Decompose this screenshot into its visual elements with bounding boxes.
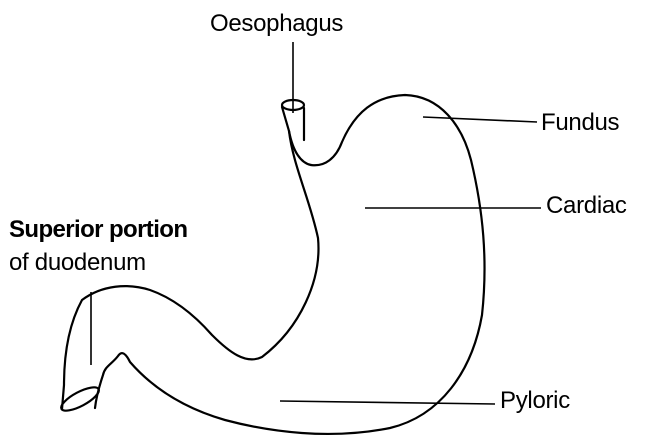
- pyloric-label: Pyloric: [500, 388, 570, 413]
- fundus-leader: [423, 117, 537, 122]
- cardiac-label: Cardiac: [546, 193, 627, 218]
- pyloric-leader: [280, 401, 495, 404]
- oesophagus-label: Oesophagus: [210, 11, 343, 36]
- fundus-label: Fundus: [541, 110, 619, 135]
- duodenum-label-line1: Superior portion: [9, 213, 187, 246]
- duodenum-label-line2: of duodenum: [9, 246, 187, 279]
- oesophagus-tube: [282, 100, 311, 165]
- duodenum-label: Superior portion of duodenum: [9, 213, 187, 279]
